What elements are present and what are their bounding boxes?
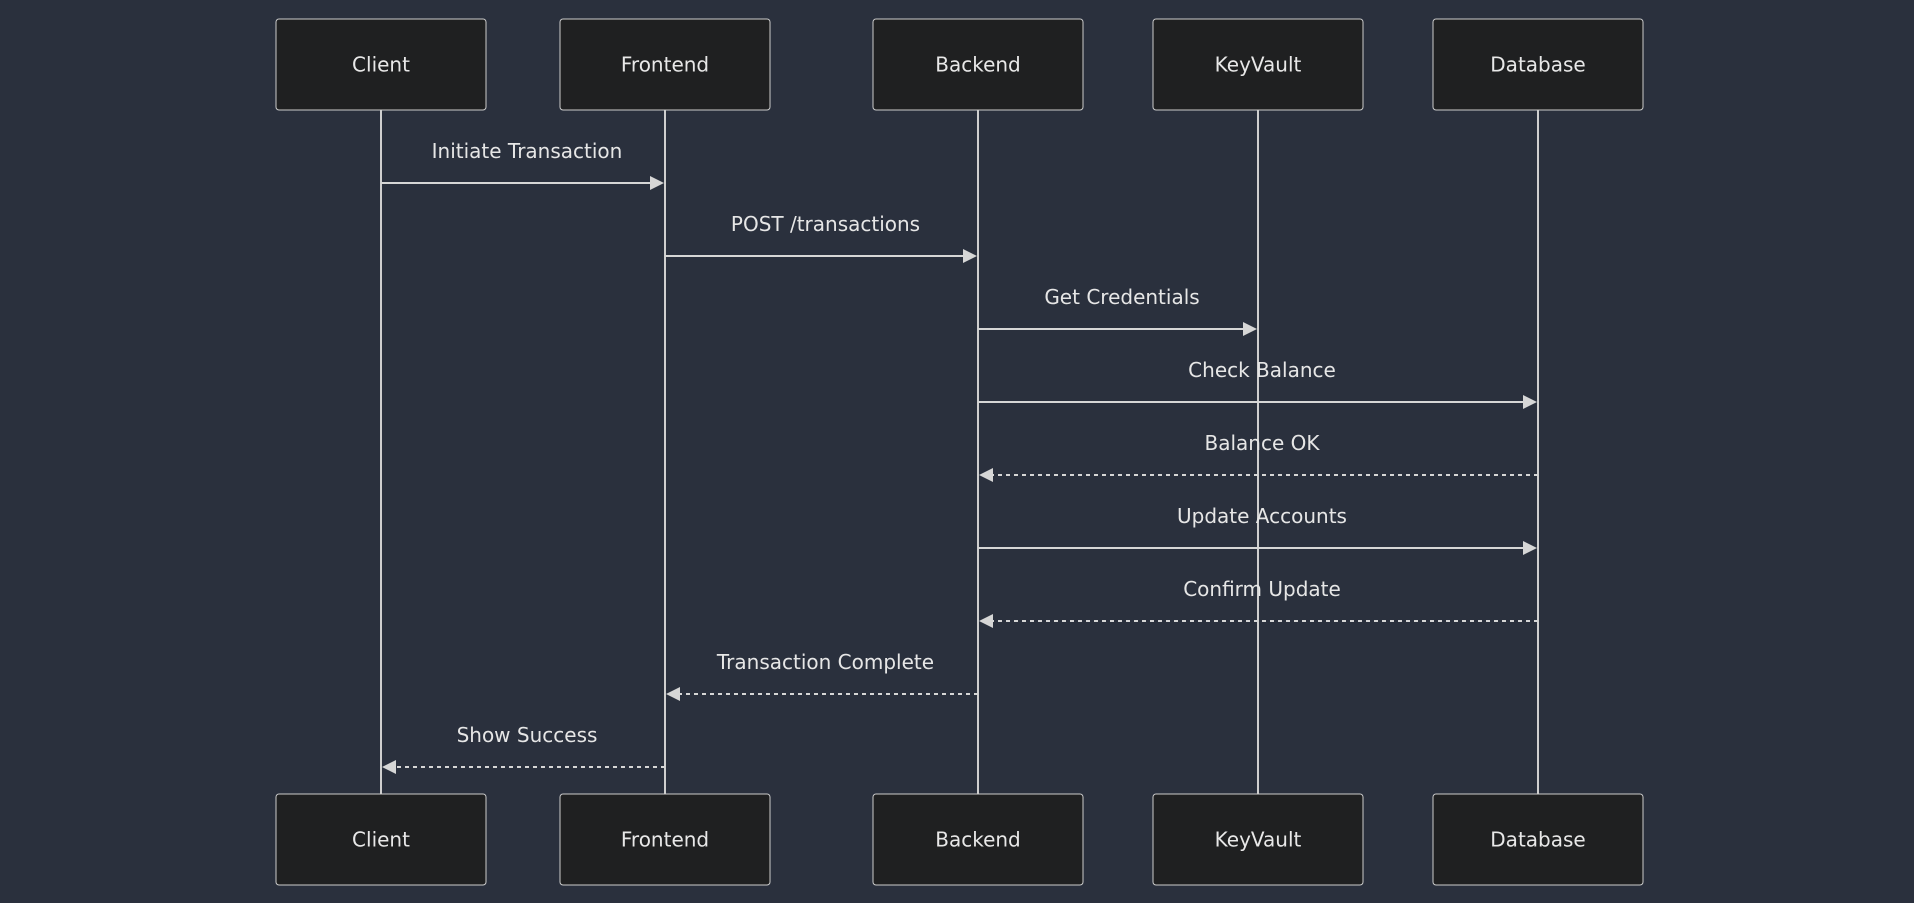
participant-box-keyvault-bottom xyxy=(1152,793,1364,886)
participant-box-database-bottom xyxy=(1432,793,1644,886)
arrowhead-8 xyxy=(666,687,680,701)
message-label-5: Balance OK xyxy=(1205,431,1321,455)
participant-label-backend-top: Backend xyxy=(935,53,1021,77)
arrowhead-1 xyxy=(650,176,664,190)
participant-label-keyvault-top: KeyVault xyxy=(1215,53,1302,77)
participant-label-frontend-bottom: Frontend xyxy=(621,828,709,852)
message-label-9: Show Success xyxy=(457,723,598,747)
message-label-6: Update Accounts xyxy=(1177,504,1347,528)
participant-box-client-top xyxy=(275,18,487,111)
arrowhead-9 xyxy=(382,760,396,774)
arrowhead-7 xyxy=(979,614,993,628)
message-label-4: Check Balance xyxy=(1188,358,1336,382)
participant-label-database-top: Database xyxy=(1490,53,1585,77)
arrowhead-3 xyxy=(1243,322,1257,336)
participant-box-backend-top xyxy=(872,18,1084,111)
participant-label-backend-bottom: Backend xyxy=(935,828,1021,852)
participant-label-database-bottom: Database xyxy=(1490,828,1585,852)
arrowhead-6 xyxy=(1523,541,1537,555)
participant-box-frontend-top xyxy=(559,18,771,111)
message-label-8: Transaction Complete xyxy=(716,650,934,674)
arrowhead-2 xyxy=(963,249,977,263)
participant-label-keyvault-bottom: KeyVault xyxy=(1215,828,1302,852)
participant-label-client-top: Client xyxy=(352,53,410,77)
participant-box-keyvault-top xyxy=(1152,18,1364,111)
participant-box-database-top xyxy=(1432,18,1644,111)
arrowhead-4 xyxy=(1523,395,1537,409)
participant-box-client-bottom xyxy=(275,793,487,886)
participant-label-frontend-top: Frontend xyxy=(621,53,709,77)
message-label-2: POST /transactions xyxy=(731,212,920,236)
participant-label-client-bottom: Client xyxy=(352,828,410,852)
participant-box-frontend-bottom xyxy=(559,793,771,886)
participant-box-backend-bottom xyxy=(872,793,1084,886)
message-label-1: Initiate Transaction xyxy=(432,139,623,163)
message-label-3: Get Credentials xyxy=(1044,285,1199,309)
message-label-7: Confirm Update xyxy=(1183,577,1341,601)
arrowhead-5 xyxy=(979,468,993,482)
